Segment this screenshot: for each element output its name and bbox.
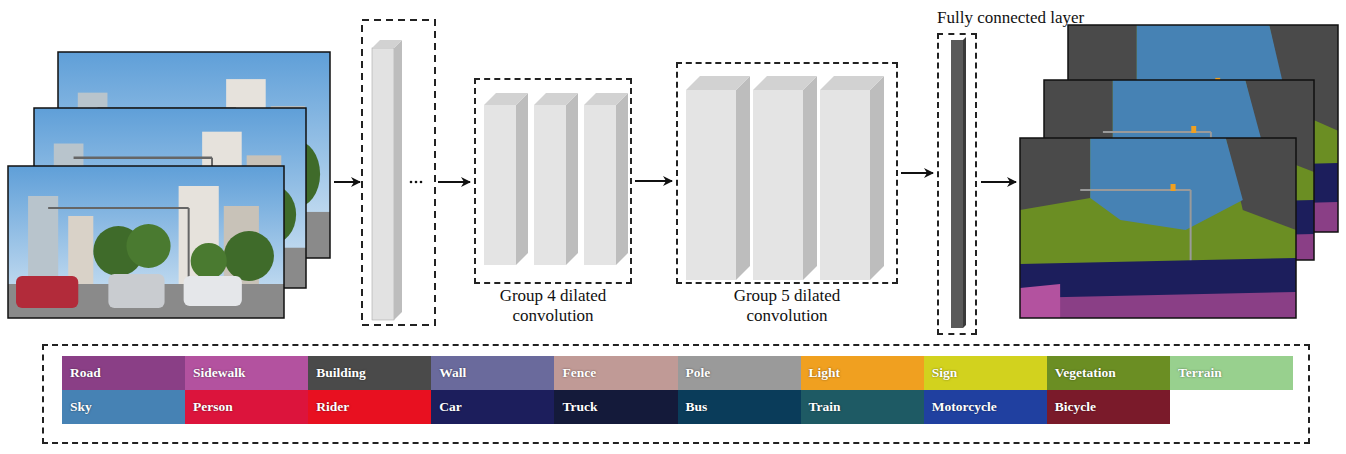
legend-label: Motorcycle — [932, 390, 1048, 424]
layer-label: Group 5 dilated convolution — [712, 286, 862, 326]
legend-label: Rider — [316, 390, 432, 424]
legend-label: Car — [439, 390, 555, 424]
legend-label: Sidewalk — [193, 356, 309, 390]
legend-label: Truck — [562, 390, 678, 424]
legend-swatch: Sign — [924, 356, 1048, 390]
legend-swatch: Building — [308, 356, 432, 390]
legend-label: Vegetation — [1055, 356, 1171, 390]
legend-swatch: Light — [801, 356, 925, 390]
legend-swatch: Bicycle — [1047, 390, 1171, 424]
layer-group-box: Group 5 dilated convolution — [676, 62, 898, 284]
legend-swatch: Bus — [678, 390, 802, 424]
legend-label: Road — [70, 356, 186, 390]
legend-swatch: Rider — [308, 390, 432, 424]
legend-swatch: Fence — [554, 356, 678, 390]
legend-swatch: Terrain — [1170, 356, 1294, 390]
legend-label: Bicycle — [1055, 390, 1171, 424]
legend-swatch: Motorcycle — [924, 390, 1048, 424]
legend-label: Pole — [686, 356, 802, 390]
legend-swatch: Person — [185, 390, 309, 424]
legend-label: Fence — [562, 356, 678, 390]
legend-swatch: Sidewalk — [185, 356, 309, 390]
layer-label: Fully connected layer — [937, 8, 1084, 28]
layer-group-box: Group 4 dilated convolution — [474, 78, 632, 284]
legend-swatch: Wall — [431, 356, 555, 390]
legend-swatch: Road — [62, 356, 186, 390]
legend-label: Train — [809, 390, 925, 424]
layer-box: Fully connected layer — [937, 33, 977, 335]
legend-label: Person — [193, 390, 309, 424]
layer-label: Group 4 dilated convolution — [478, 286, 628, 326]
flow-arrow — [901, 172, 933, 174]
legend-swatch: Train — [801, 390, 925, 424]
legend-label: Building — [316, 356, 432, 390]
legend-swatch: Vegetation — [1047, 356, 1171, 390]
legend-swatch: Pole — [678, 356, 802, 390]
legend-swatch: Truck — [554, 390, 678, 424]
legend-label: Terrain — [1178, 356, 1294, 390]
legend-label: Sky — [70, 390, 186, 424]
legend-swatch: Car — [431, 390, 555, 424]
legend-label: Light — [809, 356, 925, 390]
legend-label: Bus — [686, 390, 802, 424]
legend-box: RoadSidewalkBuildingWallFencePoleLightSi… — [42, 344, 1310, 444]
legend-label: Sign — [932, 356, 1048, 390]
flow-arrow — [635, 180, 672, 182]
legend-swatch: Sky — [62, 390, 186, 424]
legend-label: Wall — [439, 356, 555, 390]
